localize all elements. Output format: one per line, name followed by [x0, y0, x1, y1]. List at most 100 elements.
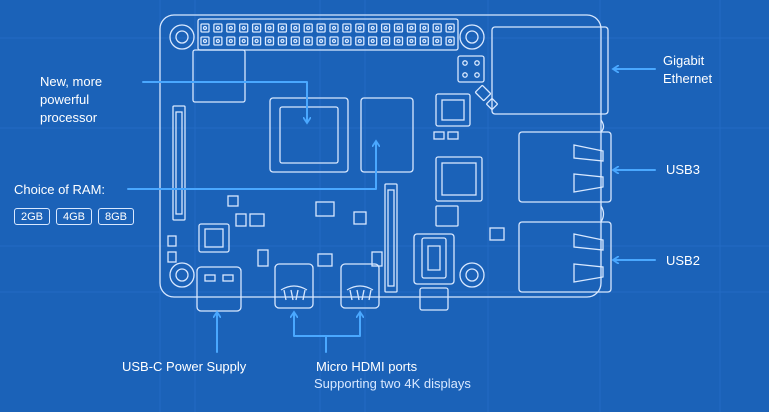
gpio-header	[197, 18, 459, 51]
gpio-pin-center	[383, 25, 388, 31]
display-connector	[172, 105, 186, 221]
gpio-pin-center	[215, 25, 221, 31]
gpio-pin	[264, 36, 275, 46]
gpio-pin	[342, 23, 352, 33]
micro-hdmi-port-1	[274, 263, 314, 309]
gpio-pin	[380, 23, 391, 33]
gpio-pin-center	[306, 25, 311, 31]
gpio-pin	[290, 36, 300, 46]
gpio-pin-center	[383, 38, 388, 44]
gpio-pin	[329, 23, 339, 33]
processor-label-line-3: processor	[40, 110, 98, 125]
gpio-pin-center	[409, 25, 414, 31]
gpio-pin	[239, 36, 249, 46]
board-outline	[159, 14, 602, 298]
gpio-pin	[316, 23, 326, 33]
ram-option-4gb: 4GB	[56, 208, 92, 225]
gpio-pin	[355, 23, 365, 33]
gpio-pin	[316, 36, 326, 46]
gpio-pin-center	[202, 38, 208, 44]
hdmi-arrow-2	[325, 313, 360, 337]
gpio-pin	[406, 23, 417, 33]
gpio-pin	[213, 23, 223, 33]
gpio-pin	[368, 23, 378, 33]
hdmi-subtitle: Supporting two 4K displays	[314, 376, 471, 391]
gpio-pin-center	[344, 38, 350, 44]
gpio-pin	[432, 36, 442, 46]
gpio-pin-center	[370, 25, 375, 31]
ram-option-8gb: 8GB	[98, 208, 134, 225]
ethernet-label-line-1: Gigabit	[663, 53, 705, 68]
gpio-pin	[355, 36, 365, 46]
audio-jack	[413, 233, 455, 311]
processor-label-line-2: powerful	[40, 92, 90, 107]
gpio-pin-center	[331, 38, 337, 44]
gpio-pin-center	[241, 25, 246, 31]
hdmi-title: Micro HDMI ports	[316, 359, 418, 374]
gpio-pin-center	[409, 38, 414, 44]
usb2-port	[518, 221, 612, 293]
gpio-pin-center	[422, 25, 427, 31]
gpio-pin-center	[370, 38, 375, 44]
gpio-pin	[251, 23, 262, 33]
gpio-pin-center	[396, 25, 401, 31]
gpio-pin	[303, 23, 313, 33]
ram-chip-outline	[360, 97, 414, 173]
usb2-label: USB2	[666, 253, 700, 268]
gpio-pin-center	[357, 38, 362, 44]
gpio-pin-center	[267, 25, 272, 31]
gpio-pin-center	[435, 38, 440, 44]
gpio-pin-center	[344, 25, 350, 31]
gpio-pin	[329, 36, 339, 46]
poe-header	[457, 55, 485, 83]
camera-connector	[384, 183, 398, 293]
usb3-port	[518, 131, 612, 203]
gpio-pin-center	[215, 38, 221, 44]
gpio-pin-center	[293, 25, 298, 31]
gpio-pin	[251, 36, 262, 46]
ram-title: Choice of RAM:	[14, 182, 106, 197]
usb-c-port	[196, 266, 242, 312]
gpio-pin	[445, 36, 455, 46]
hdmi-arrow-1	[294, 313, 327, 337]
usb3-label: USB3	[666, 162, 700, 177]
gpio-pin-center	[396, 38, 401, 44]
gpio-pin	[239, 23, 249, 33]
gpio-pin-center	[202, 25, 208, 31]
gpio-pin-center	[254, 25, 259, 31]
gpio-pin-center	[318, 25, 324, 31]
gpio-pin-center	[228, 25, 233, 31]
wireless-module	[192, 49, 246, 103]
gpio-pin	[393, 23, 404, 33]
gpio-pin-center	[280, 38, 285, 44]
ram-option-2gb: 2GB	[14, 208, 50, 225]
gpio-pin	[277, 23, 288, 33]
gpio-pin	[200, 36, 210, 46]
processor-label-line-1: New, more	[40, 74, 103, 89]
gpio-pin-center	[241, 38, 246, 44]
gpio-pin	[380, 36, 391, 46]
micro-hdmi-port-2	[340, 263, 380, 309]
gpio-pin-center	[318, 38, 324, 44]
gpio-pin	[419, 23, 429, 33]
gpio-pin	[290, 23, 300, 33]
gpio-pin	[406, 36, 417, 46]
gpio-pin	[200, 23, 210, 33]
gpio-pin	[432, 23, 442, 33]
gpio-pin	[226, 23, 236, 33]
ram-arrow	[127, 142, 376, 190]
small-chips	[167, 84, 505, 267]
gpio-pin	[368, 36, 378, 46]
processor-arrow	[142, 81, 307, 122]
gpio-pin-center	[267, 38, 272, 44]
gpio-pin-center	[293, 38, 298, 44]
gpio-pin	[277, 36, 288, 46]
power-label: USB-C Power Supply	[122, 359, 247, 374]
gpio-pin	[419, 36, 429, 46]
gpio-pin	[303, 36, 313, 46]
gpio-pin-center	[306, 38, 311, 44]
gpio-pin	[264, 23, 275, 33]
gpio-pin	[213, 36, 223, 46]
